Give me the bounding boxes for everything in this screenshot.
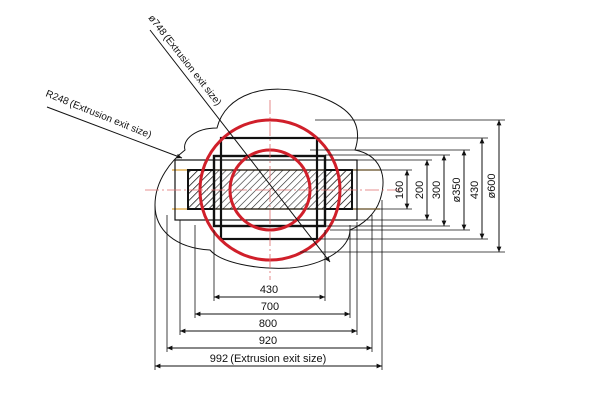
mid-frame [219, 136, 319, 241]
horizontal-extension-lines [154, 200, 383, 370]
dim-text-160: 160 [394, 181, 406, 199]
dim-text-430v: 430 [469, 181, 481, 199]
d748-label: ø748 (Extrusion exit size) [146, 13, 224, 108]
dim-text-430: 430 [260, 284, 278, 296]
dim-text-350: ø350 [451, 177, 463, 202]
dim-text-800: 800 [259, 318, 277, 330]
extrusion-exit-outline [154, 88, 384, 269]
dim-text-992: 992 (Extrusion exit size) [210, 353, 327, 365]
dim-text-600: ø600 [486, 173, 498, 198]
dim-text-700: 700 [261, 301, 279, 313]
r248-label: R248 (Extrusion exit size) [44, 89, 153, 142]
r248-leader [46, 106, 183, 159]
dim-text-200: 200 [414, 181, 426, 199]
d748-leader [149, 29, 331, 263]
dim-text-300: 300 [431, 181, 443, 199]
inner-frame [212, 154, 327, 228]
vertical-extension-lines [300, 119, 505, 253]
dim-text-920: 920 [259, 335, 277, 347]
